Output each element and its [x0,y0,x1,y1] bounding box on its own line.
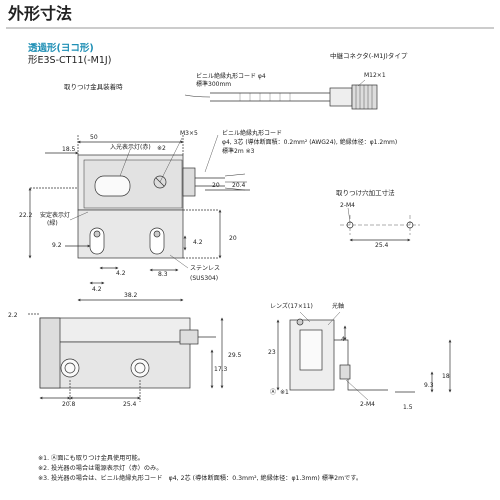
sensor-front-view [39,317,216,389]
mount-hole-drawing [340,207,420,242]
note-1: ※1. Ⓐ面にも取りつけ金具使用可能。 [38,455,144,462]
cable-top-label: ビニル絶縁丸形コード φ4 [196,73,266,80]
screw-m3x5-label: M3×5 [180,130,198,137]
stable-indicator-color: (緑) [47,220,58,227]
relay-connector-drawing [184,79,378,110]
dim-23: 23 [268,349,276,356]
note-2: ※2. 投光器の場合は電源表示灯（赤）のみ。 [38,465,163,472]
hole-pitch-dim: 25.4 [375,242,389,249]
relay-connector-label: 中継コネクタ(-M1J)タイプ [330,52,408,60]
cable-main-spec: φ4, 3芯 (導体断面積：0.2mm² (AWG24), 絶縁体径：φ1.2m… [222,139,398,146]
dim-18: 18 [442,373,450,380]
face-a-mark: Ⓐ [270,389,277,396]
note-mark-2: ※2 [157,145,166,152]
dim-4-2-bottom: 4.2 [116,270,126,277]
sensor-side-view [289,318,388,391]
stainless-label: ステンレス [190,265,221,272]
dim-9-2: 9.2 [52,242,62,249]
optical-axis-label: 光軸 [332,303,345,310]
sensor-top-view [77,154,247,259]
page-title: 外形寸法 [8,4,73,23]
dim-25-4: 25.4 [123,401,137,408]
cable-main-label: ビニル絶縁丸形コード [222,130,283,137]
note-mark-1: ※1 [280,389,289,396]
sus-label: (SUS304) [190,275,219,282]
mount-hole-title: 取りつけ穴加工寸法 [336,189,395,197]
m12-label: M12×1 [364,72,386,79]
series-subtitle: 透過形(ヨコ形) [28,43,94,54]
dim-20-8: 20.8 [62,401,76,408]
dim-4-2-right: 4.2 [193,239,203,246]
side-m4-label: 2-M4 [360,401,375,408]
dim-4-2-slot: 4.2 [92,286,102,293]
dim-20: 20 [212,182,220,189]
model-number: 形E3S-CT11(-M1J) [28,55,112,66]
lens-label: レンズ(17×11) [270,303,313,310]
stable-indicator-label: 安定表示灯 [40,212,71,219]
dim-29-5: 29.5 [228,352,242,359]
dim-18-5: 18.5 [62,146,76,153]
dim-2-2: 2.2 [8,312,18,319]
cable-top-length: 標準300mm [196,81,232,88]
dim-4: 4 [341,336,345,343]
dim-20-height: 20 [229,235,237,242]
dim-1-5: 1.5 [403,404,413,411]
dim-20-4: 20.4 [232,182,246,189]
note-3: ※3. 投光器の場合は、ビニル絶縁丸形コード φ4, 2芯 (導体断面積：0.3… [38,475,363,482]
dim-9-3: 9.3 [424,382,434,389]
light-indicator-label: 入光表示灯(赤) [110,144,151,151]
hole-m4-label: 2-M4 [340,202,355,209]
dim-8-3: 8.3 [158,271,168,278]
cable-main-length: 標準2m ※3 [222,148,255,155]
dim-22-2: 22.2 [19,212,33,219]
dim-50: 50 [90,134,98,141]
dim-38-2: 38.2 [124,292,138,299]
mount-state-label: 取りつけ金具装着時 [64,83,123,91]
